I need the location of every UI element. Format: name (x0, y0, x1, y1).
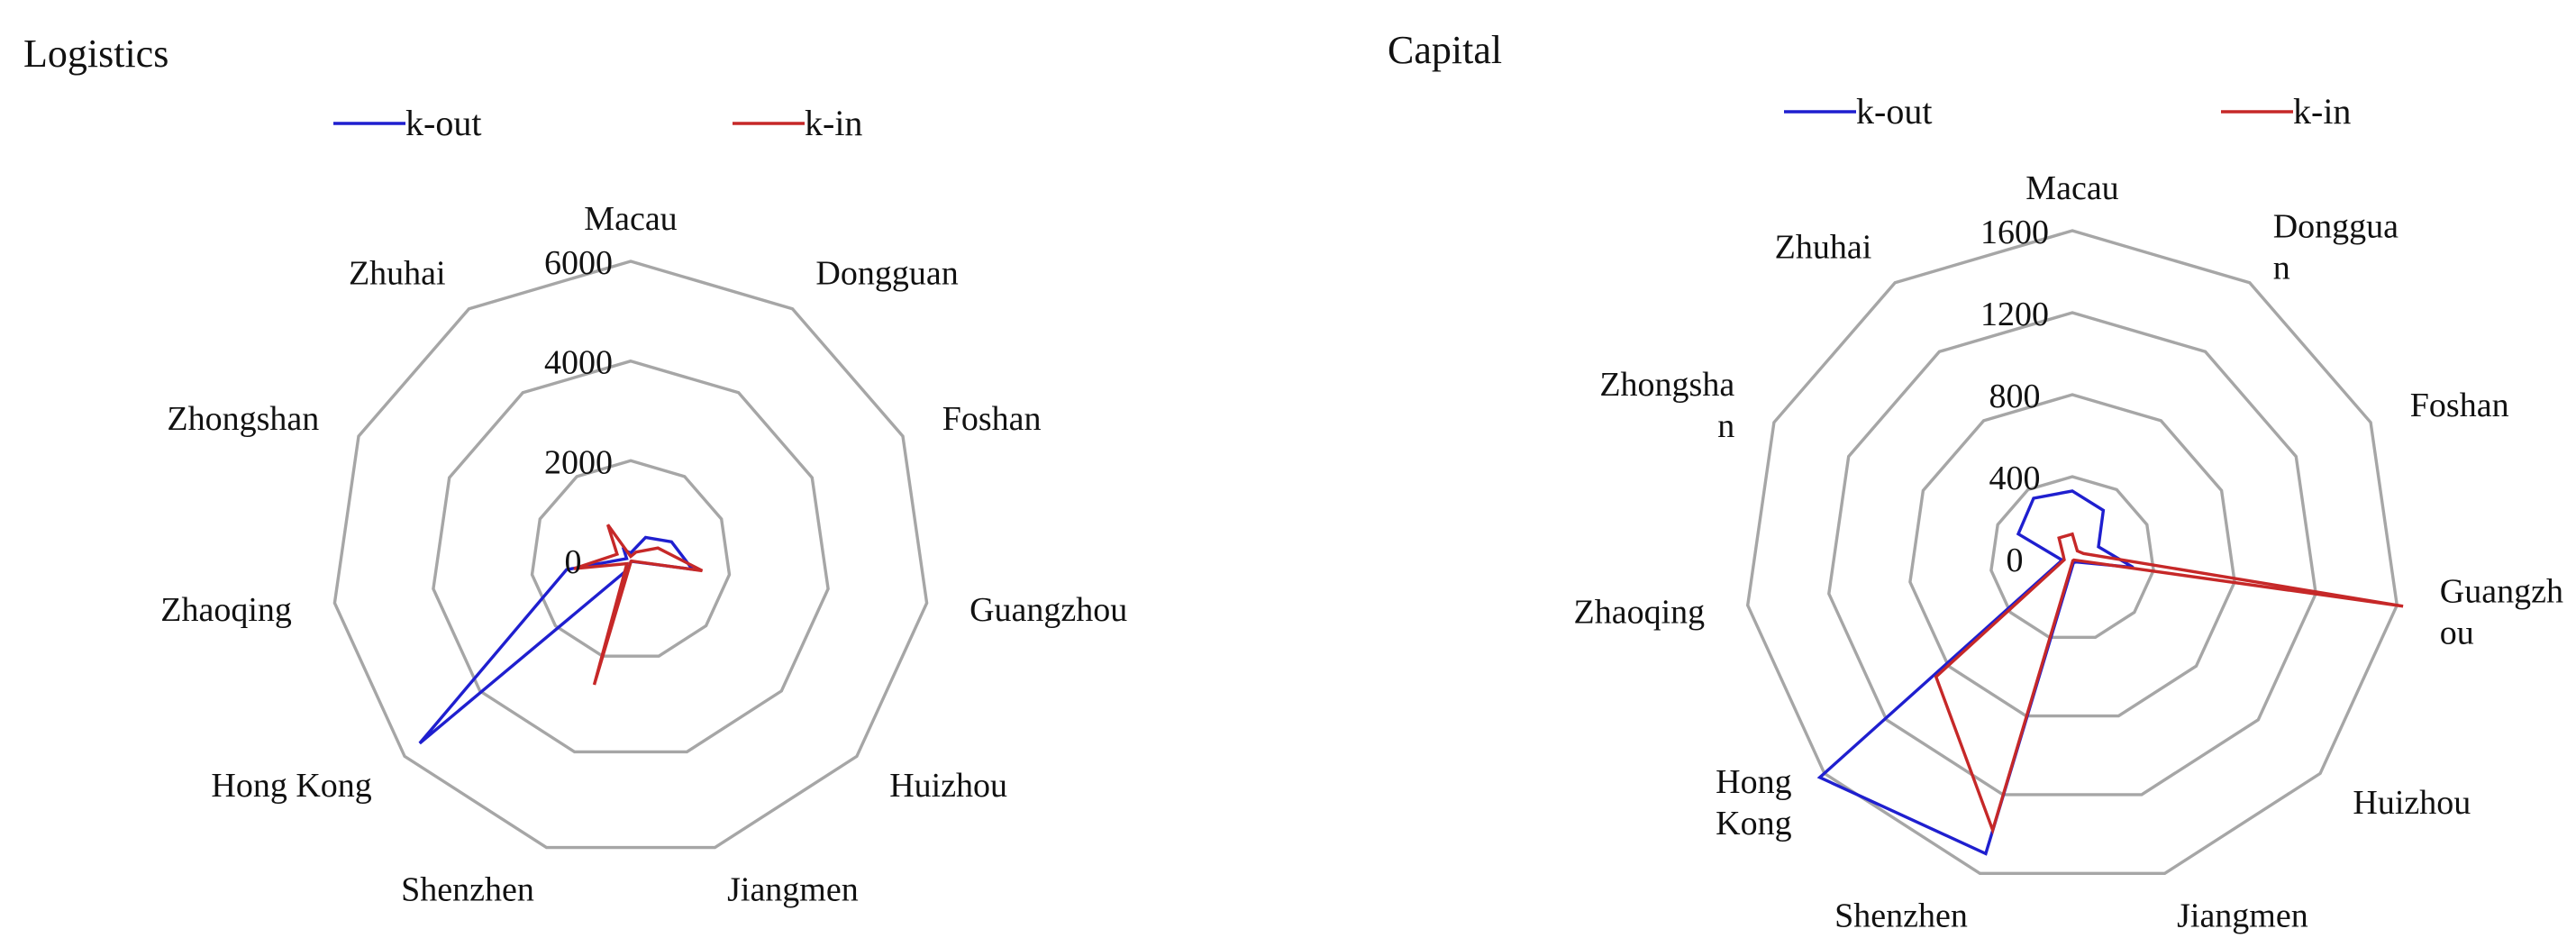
logistics-title: Logistics (23, 32, 168, 76)
capital-tick-label: 800 (1989, 378, 2041, 415)
logistics-series-k-out (418, 535, 696, 745)
capital-tick-label: 400 (1989, 460, 2041, 497)
capital-category-label-shenzhen: Shenzhen (1834, 897, 1968, 934)
logistics-grid (332, 260, 929, 850)
capital-grid (1745, 229, 2399, 875)
capital-category-label-macau: Macau (2025, 169, 2118, 207)
capital-category-label-zhuhai: Zhuhai (1775, 228, 1872, 266)
capital-tick-label: 1600 (1980, 214, 2049, 251)
capital-tick-labels: 0 400 800 1200 1600 (1980, 214, 2049, 579)
logistics-grid-ring-3 (332, 260, 929, 850)
logistics-category-label-zhaoqing: Zhaoqing (160, 591, 292, 629)
logistics-tick-labels: 0 2000 4000 6000 (544, 244, 613, 581)
capital-grid-ring-1 (1989, 475, 2155, 639)
capital-grid-ring-4 (1745, 229, 2399, 875)
logistics-radar-panel: Logistics k-out k-in 0 2000 4000 6000 Macau… (23, 32, 1127, 909)
logistics-tick-label: 0 (565, 543, 582, 581)
capital-tick-label: 0 (2007, 542, 2024, 579)
logistics-category-label-dongguan: Dongguan (815, 254, 958, 292)
capital-legend-k-in-label: k-in (2293, 91, 2351, 132)
logistics-series-k-in (573, 524, 704, 686)
capital-grid-ring-2 (1908, 393, 2236, 718)
logistics-category-label-shenzhen: Shenzhen (401, 871, 534, 909)
capital-category-label-zhaoqing: Zhaoqing (1574, 594, 1706, 632)
logistics-grid-ring-2 (432, 359, 830, 754)
capital-grid-ring-3 (1827, 311, 2317, 797)
logistics-legend: k-out k-in (333, 103, 862, 143)
logistics-tick-label: 6000 (544, 244, 613, 282)
logistics-legend-k-out-label: k-out (405, 103, 481, 143)
capital-legend-k-out-label: k-out (1856, 91, 1932, 132)
capital-category-label-huizhou: Huizhou (2353, 784, 2471, 822)
logistics-category-label-zhuhai: Zhuhai (349, 254, 446, 292)
capital-series-k-in (1934, 532, 2404, 835)
logistics-category-labels: MacauDongguanFoshanGuangzhouHuizhouJiang… (160, 200, 1127, 909)
logistics-legend-k-in-label: k-in (805, 103, 862, 143)
logistics-category-label-hong-kong: Hong Kong (211, 767, 371, 805)
capital-category-label-jiangmen: Jiangmen (2177, 897, 2308, 934)
logistics-category-label-zhongshan: Zhongshan (167, 400, 319, 438)
logistics-grid-ring-1 (530, 459, 732, 658)
logistics-category-label-foshan: Foshan (942, 400, 1042, 438)
logistics-category-label-huizhou: Huizhou (889, 767, 1007, 805)
capital-legend: k-out k-in (1784, 91, 2351, 132)
logistics-category-label-macau: Macau (584, 200, 677, 238)
logistics-series (418, 524, 704, 745)
capital-tick-label: 1200 (1980, 296, 2049, 333)
capital-radar-panel: Capital k-out k-in 0 400 800 1200 1600 Macau… (1388, 28, 2563, 934)
logistics-category-label-jiangmen: Jiangmen (727, 871, 859, 909)
logistics-tick-label: 4000 (544, 344, 613, 382)
capital-category-label-foshan: Foshan (2410, 387, 2509, 424)
logistics-category-label-guangzhou: Guangzhou (969, 591, 1127, 629)
capital-series-k-out (1816, 489, 2135, 856)
capital-series (1816, 489, 2404, 856)
logistics-tick-label: 2000 (544, 443, 613, 481)
capital-title: Capital (1388, 28, 1502, 72)
